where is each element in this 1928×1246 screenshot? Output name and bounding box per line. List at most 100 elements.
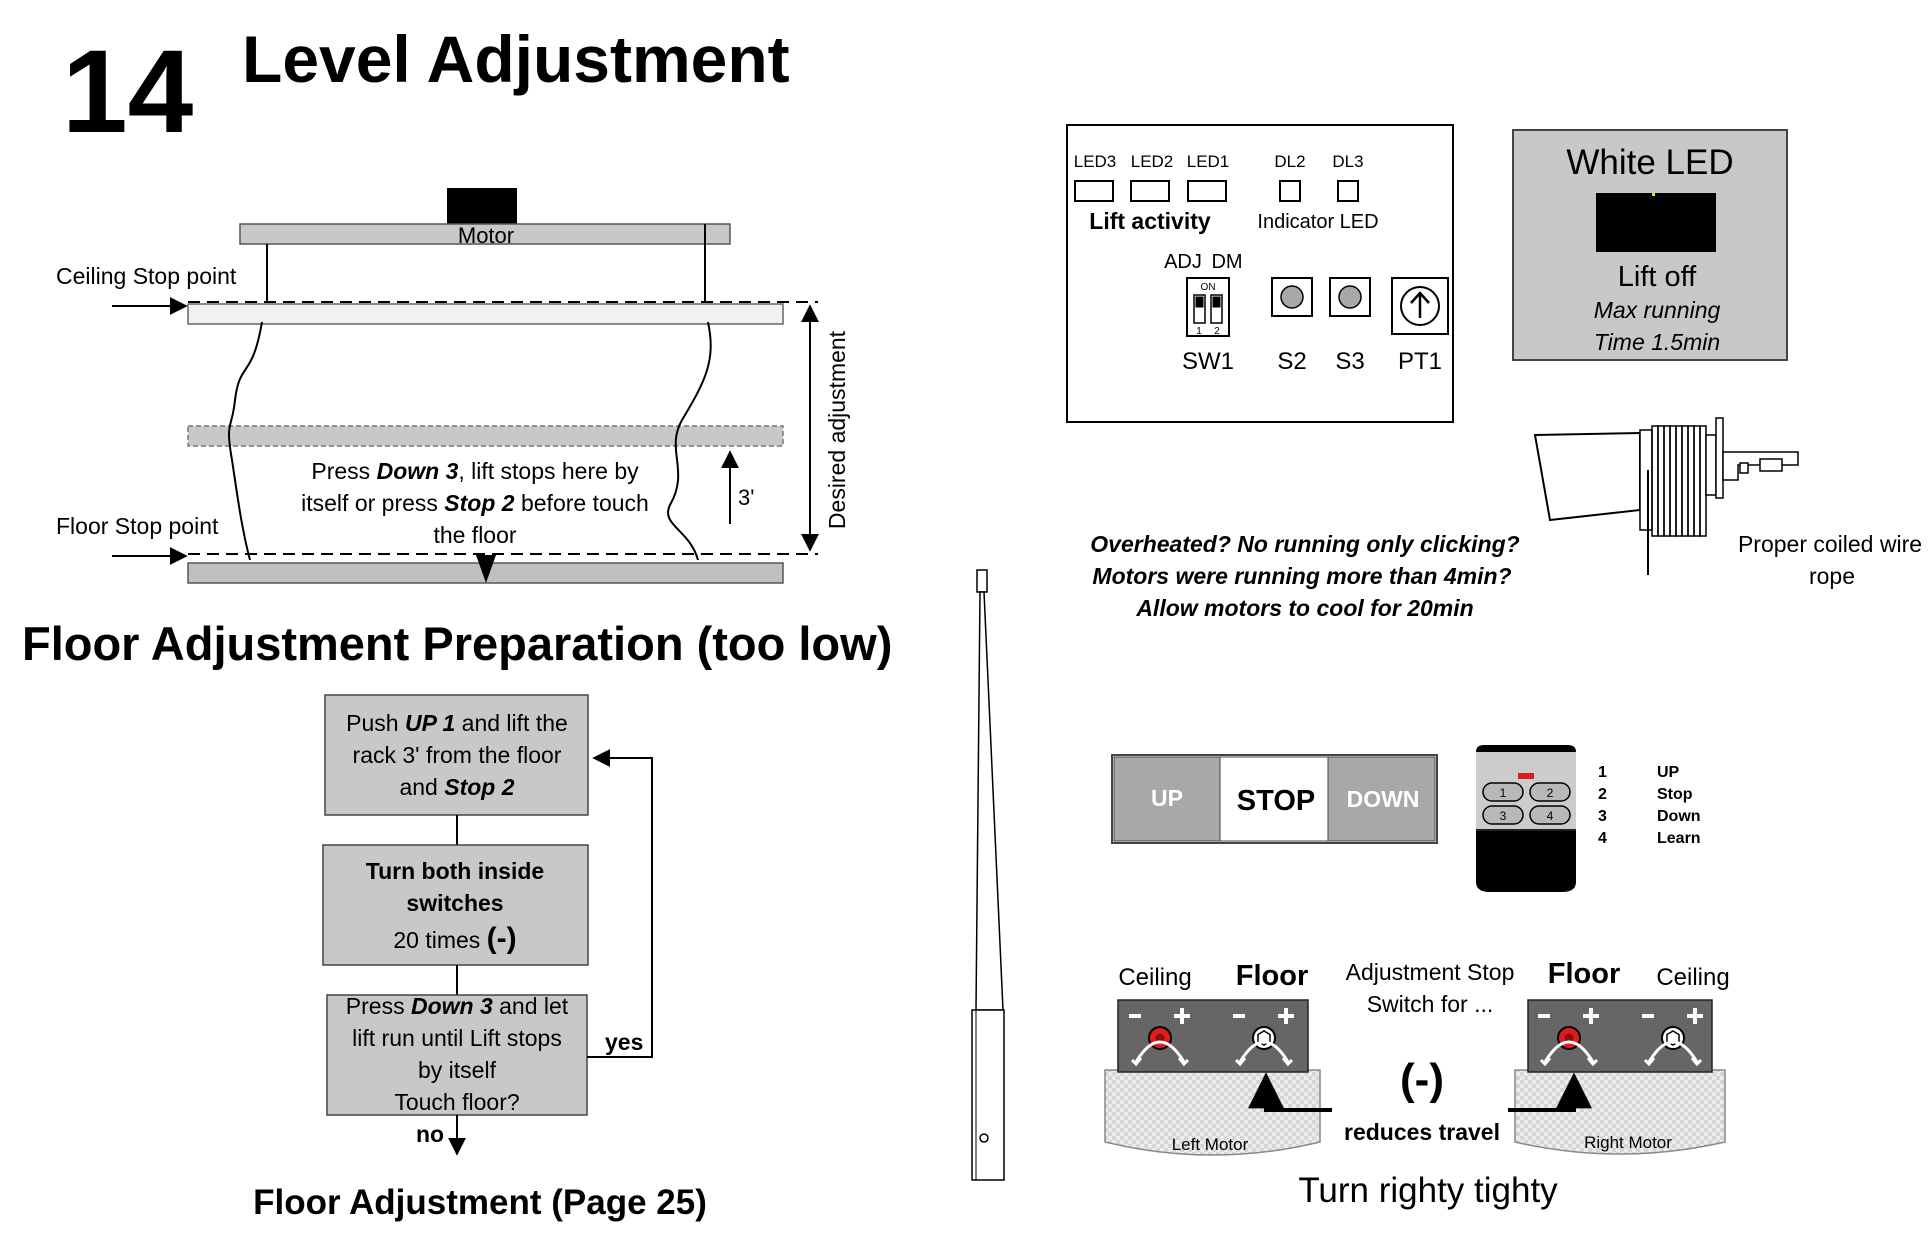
- overheat-line1: Overheated? No running only clicking?: [1090, 531, 1519, 557]
- flow-box3-line3: by itself: [418, 1057, 497, 1083]
- left-ceiling-adjust-switch[interactable]: [1129, 1008, 1190, 1067]
- remote-button-1-label: 1: [1500, 786, 1507, 800]
- left-floor-label: Floor: [1236, 960, 1309, 992]
- flow-box-lift-rack: [324, 694, 589, 816]
- intermediate-platform: [187, 425, 784, 447]
- adjustment-stop-line1: Adjustment Stop: [1346, 959, 1515, 985]
- remote-button-4[interactable]: 4: [1529, 805, 1571, 825]
- overheat-line2: Motors were running more than 4min?: [1092, 563, 1511, 589]
- no-label: no: [416, 1121, 444, 1147]
- turn-righty-tighty: Turn righty tighty: [1298, 1171, 1558, 1210]
- page-title: Level Adjustment: [242, 22, 790, 96]
- wall-switch: UP STOP DOWN: [1111, 754, 1438, 844]
- lift-note-line2: itself or press Stop 2 before touch: [301, 490, 649, 516]
- right-floor-label: Floor: [1548, 958, 1621, 990]
- right-pointer-arrow: [1508, 1072, 1592, 1112]
- sw1-label: SW1: [1182, 348, 1234, 375]
- led2-indicator: [1130, 180, 1170, 202]
- flow-box2-line2: switches: [406, 890, 503, 916]
- remote-button-1[interactable]: 1: [1482, 782, 1524, 802]
- wall-switch-down-button[interactable]: DOWN: [1327, 756, 1436, 842]
- legend-num-1: 1: [1598, 764, 1607, 781]
- yes-loop-arrow: [587, 749, 653, 1058]
- up-label: UP: [1151, 785, 1183, 811]
- reduces-travel-label: reduces travel: [1344, 1119, 1500, 1145]
- pt1-label: PT1: [1398, 348, 1442, 375]
- right-ceiling-adjust-switch[interactable]: [1642, 1008, 1703, 1067]
- lift-diagram: Motor Ceiling Stop point Press Down 3, l…: [56, 188, 850, 584]
- time-label: Time 1.5min: [1594, 329, 1720, 355]
- left-motor-label: Left Motor: [1172, 1135, 1249, 1154]
- dip-1-label: 1: [1196, 326, 1202, 337]
- wall-switch-stop-button[interactable]: STOP: [1219, 756, 1329, 842]
- indicator-led-label: Indicator LED: [1257, 211, 1378, 233]
- dl2-indicator: [1279, 180, 1301, 202]
- lift-activity-label: Lift activity: [1089, 208, 1211, 234]
- down-label: DOWN: [1347, 786, 1420, 812]
- white-led-title: White LED: [1566, 143, 1733, 182]
- section-title: Floor Adjustment Preparation (too low): [22, 617, 892, 670]
- dip-switch-sw1[interactable]: ON 1 2: [1186, 277, 1230, 337]
- max-running-label: Max running: [1594, 297, 1721, 323]
- flowchart-footer: Floor Adjustment (Page 25): [253, 1183, 707, 1222]
- minus-symbol: (-): [1400, 1055, 1444, 1104]
- right-motor-label: Right Motor: [1584, 1133, 1672, 1152]
- white-led-panel: White LED Lift off Max running Time 1.5m…: [1512, 129, 1788, 361]
- dl3-label: DL3: [1332, 152, 1363, 171]
- flow-box2-line3: 20 times (-): [393, 922, 516, 955]
- dip-on-label: ON: [1201, 282, 1216, 293]
- remote-button-2-label: 2: [1547, 786, 1554, 800]
- floor-stop-label: Floor Stop point: [56, 513, 219, 539]
- wire-rope-drum-graphic: [1533, 417, 1799, 575]
- remote-legend: 1 UP 2 Stop 3 Down 4 Learn: [1598, 764, 1701, 847]
- legend-label-4: Learn: [1657, 830, 1701, 847]
- white-led-indicator: [1596, 193, 1716, 252]
- s3-label: S3: [1335, 348, 1364, 375]
- led3-indicator: [1074, 180, 1114, 202]
- section-number: 14: [62, 26, 193, 158]
- motor-switches: Ceiling Floor Adjustment Stop Switch for…: [1104, 958, 1730, 1210]
- ceiling-stop-label: Ceiling Stop point: [56, 263, 237, 289]
- lift-off-label: Lift off: [1618, 261, 1697, 293]
- left-pointer-arrow: [1248, 1072, 1332, 1112]
- legend-num-4: 4: [1598, 830, 1607, 847]
- led1-indicator: [1187, 180, 1227, 202]
- dl2-label: DL2: [1274, 152, 1305, 171]
- flow-box3-line4: Touch floor?: [394, 1089, 519, 1115]
- flow-box1-line2: rack 3' from the floor: [353, 742, 562, 768]
- right-ceiling-label: Ceiling: [1656, 964, 1729, 991]
- left-wire-rope: [227, 321, 263, 561]
- remote-button-2[interactable]: 2: [1529, 782, 1571, 802]
- floor-marker-triangle: [476, 555, 496, 583]
- lift-note-line3: the floor: [433, 522, 516, 548]
- dip-2-label: 2: [1214, 326, 1220, 337]
- control-board: LED3 LED2 LED1 DL2 DL3 Lift activity Ind…: [1066, 124, 1454, 423]
- desired-adjustment-label: Desired adjustment: [824, 330, 850, 529]
- wire-rope-label-line2: rope: [1809, 563, 1855, 589]
- s2-label: S2: [1277, 348, 1306, 375]
- yes-label: yes: [605, 1029, 643, 1055]
- led2-label: LED2: [1131, 152, 1174, 171]
- remote-button-3-label: 3: [1500, 809, 1507, 823]
- flow-box-turn-switches: [322, 844, 589, 966]
- flowchart: Push UP 1 and lift the rack 3' from the …: [253, 694, 707, 1222]
- legend-label-3: Down: [1657, 808, 1701, 825]
- adjustment-stop-line2: Switch for ...: [1367, 991, 1494, 1017]
- button-s2[interactable]: [1271, 277, 1313, 317]
- remote-button-3[interactable]: 3: [1482, 805, 1524, 825]
- left-floor-adjust-switch[interactable]: [1233, 1008, 1294, 1067]
- dm-label: DM: [1211, 251, 1242, 273]
- remote-button-4-label: 4: [1547, 809, 1554, 823]
- button-pt1[interactable]: [1391, 277, 1449, 335]
- wire-rope-label-line1: Proper coiled wire: [1738, 531, 1922, 557]
- left-ceiling-label: Ceiling: [1118, 964, 1191, 991]
- button-s3[interactable]: [1329, 277, 1371, 317]
- wall-switch-up-button[interactable]: UP: [1113, 756, 1221, 842]
- remote-control: 1 2 3 4: [1476, 745, 1576, 892]
- right-floor-adjust-switch[interactable]: [1538, 1008, 1599, 1067]
- legend-label-1: UP: [1657, 764, 1680, 781]
- flow-box-press-down: [326, 994, 588, 1116]
- ceiling-platform: [187, 303, 784, 325]
- lift-note: Press Down 3, lift stops here by: [311, 458, 639, 484]
